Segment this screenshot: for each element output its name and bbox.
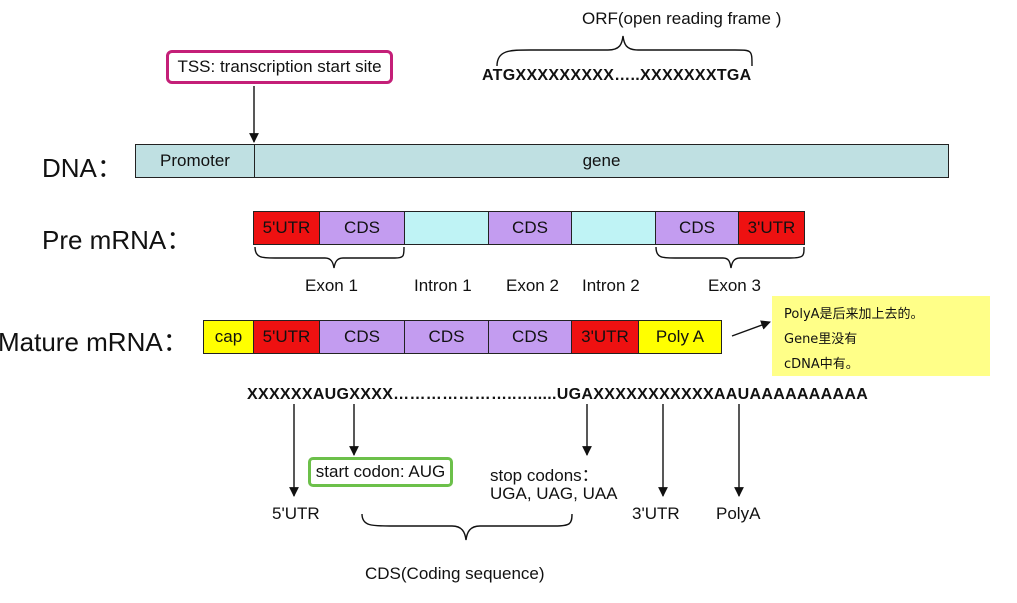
utr5-bottom-label: 5'UTR [272, 504, 320, 523]
pre-cds3-label: CDS [679, 218, 715, 237]
pre-utr3-segment: 3'UTR [738, 211, 805, 245]
pre-utr5-label: 5'UTR [262, 218, 311, 237]
mature-polya-segment: Poly A [638, 320, 722, 354]
cds-brace [361, 513, 573, 541]
pre-cds1-label: CDS [344, 218, 380, 237]
exon1-label: Exon 1 [305, 276, 358, 295]
exon3-brace [655, 246, 805, 269]
dna-promoter: Promoter [135, 144, 255, 178]
mature-cds3-segment: CDS [488, 320, 572, 354]
mature-cds1-label: CDS [344, 327, 380, 346]
pre-cds2-label: CDS [512, 218, 548, 237]
note-line-2: Gene里没有 [784, 332, 858, 347]
gene-label: gene [582, 151, 621, 170]
pre-cds2-segment: CDS [488, 211, 572, 245]
tss-label: TSS: transcription start site [177, 57, 382, 76]
pre-mrna-row-label: Pre mRNA： [42, 225, 193, 255]
stop-codons-title: stop codons： [490, 466, 599, 485]
note-line-1: PolyA是后来加上去的。 [784, 307, 924, 322]
utr3-bottom-label: 3'UTR [632, 504, 680, 523]
polya-bottom-label: PolyA [716, 504, 761, 523]
start-codon-box: start codon: AUG [308, 457, 453, 487]
orf-label: ORF(open reading frame ) [582, 9, 782, 28]
mature-cap-segment: cap [203, 320, 254, 354]
exon1-brace [254, 246, 405, 269]
pre-utr3-label: 3'UTR [747, 218, 796, 237]
pre-intron2-segment [571, 211, 656, 245]
stop-codons-list: UGA, UAG, UAA [490, 484, 618, 503]
dna-gene: gene [254, 144, 949, 178]
mature-cds2-segment: CDS [404, 320, 489, 354]
pre-utr5-segment: 5'UTR [253, 211, 320, 245]
polya-note-box: PolyA是后来加上去的。 Gene里没有 cDNA中有。 [772, 296, 990, 376]
promoter-label: Promoter [160, 151, 230, 170]
mature-mrna-row-label: Mature mRNA： [0, 327, 189, 357]
pre-intron1-segment [404, 211, 489, 245]
intron2-label: Intron 2 [582, 276, 640, 295]
polya-segment-label: Poly A [655, 327, 705, 346]
dna-row-label: DNA： [42, 153, 123, 183]
exon3-label: Exon 3 [708, 276, 761, 295]
mature-utr3-label: 3'UTR [581, 327, 629, 346]
mature-utr5-label: 5'UTR [262, 327, 311, 346]
pre-cds1-segment: CDS [319, 211, 405, 245]
mature-utr5-segment: 5'UTR [253, 320, 320, 354]
orf-brace [496, 35, 753, 67]
mature-utr3-segment: 3'UTR [571, 320, 639, 354]
mature-cds3-label: CDS [512, 327, 548, 346]
start-codon-label: start codon: AUG [315, 462, 446, 481]
cap-label: cap [214, 327, 243, 346]
exon2-label: Exon 2 [506, 276, 559, 295]
codon-sequence: XXXXXXAUGXXXX…………………..….....UGAXXXXXXXXX… [247, 386, 869, 403]
note-arrow [731, 320, 771, 337]
pre-cds3-segment: CDS [655, 211, 739, 245]
orf-sequence: ATGXXXXXXXXX…..XXXXXXXTGA [482, 67, 752, 84]
cds-bottom-label: CDS(Coding sequence) [365, 564, 545, 583]
mature-cds1-segment: CDS [319, 320, 405, 354]
intron1-label: Intron 1 [414, 276, 472, 295]
note-line-3: cDNA中有。 [784, 357, 859, 372]
tss-box: TSS: transcription start site [166, 50, 393, 84]
mature-cds2-label: CDS [428, 327, 465, 346]
